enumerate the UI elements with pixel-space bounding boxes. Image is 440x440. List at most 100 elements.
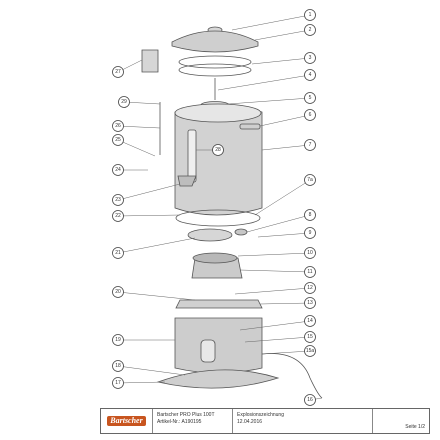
callout-10: 10 (304, 247, 316, 259)
lid (171, 30, 259, 53)
callout-27: 27 (112, 66, 124, 78)
callout-15: 15 (304, 331, 316, 343)
leader-line-22 (117, 214, 181, 217)
power-cord (261, 353, 323, 399)
callout-1: 1 (304, 9, 316, 21)
tap-cover (141, 49, 159, 73)
leader-line-3 (251, 57, 311, 65)
leader-line-11 (239, 269, 311, 273)
callout-circle-22 (112, 210, 124, 222)
callout-circle-11 (304, 266, 316, 278)
product-name: Bartscher PRO Plus 100T (157, 412, 215, 418)
leader-line-8 (246, 214, 311, 233)
callout-number-21: 21 (115, 250, 121, 256)
drip-tray (156, 369, 280, 389)
leader-line-15 (244, 336, 311, 343)
drawing-info: Explosionszeichnung 12.04.2016 (233, 409, 373, 433)
callout-6: 6 (304, 109, 316, 121)
callout-5: 5 (304, 92, 316, 104)
callout-21: 21 (112, 247, 124, 259)
tap-assembly (177, 175, 197, 187)
base-housing (174, 317, 263, 374)
page-info: Seite 1/2 (373, 409, 429, 433)
parts-group (141, 26, 323, 399)
leader-line-9 (257, 232, 311, 238)
leader-line-21 (117, 237, 196, 254)
callout-12: 12 (304, 282, 316, 294)
callout-15a: 15a (304, 345, 316, 357)
drawing-date: 12.04.2016 (237, 418, 263, 425)
callout-number-5: 5 (309, 95, 312, 101)
leader-line-12 (234, 287, 311, 295)
callout-number-25: 25 (115, 137, 121, 143)
callout-number-1: 1 (309, 12, 312, 18)
callout-circle-12 (304, 282, 316, 294)
leader-line-17 (117, 381, 166, 384)
callout-9: 9 (304, 227, 316, 239)
leader-line-26 (117, 125, 161, 129)
leader-line-23 (117, 183, 181, 201)
callout-29: 29 (118, 96, 130, 108)
callout-number-20: 20 (115, 289, 121, 295)
callout-number-11: 11 (307, 269, 312, 275)
callout-circle-16 (304, 394, 316, 406)
callout-circle-10 (304, 247, 316, 259)
page-number: Seite 1/2 (405, 423, 425, 430)
lid-seal-ring (178, 55, 252, 69)
callout-19: 19 (112, 334, 124, 346)
callout-number-7a: 7a (307, 177, 313, 183)
lid-seal-ring-lower (178, 63, 252, 77)
callout-circle-27 (112, 66, 124, 78)
leader-line-6 (259, 114, 311, 127)
callout-number-23: 23 (115, 197, 121, 203)
callout-16: 16 (304, 394, 316, 406)
heating-element (192, 252, 238, 264)
callout-circle-7a (304, 174, 316, 186)
callout-circle-18 (112, 360, 124, 372)
callout-7: 7 (304, 139, 316, 151)
leader-line-18 (117, 365, 186, 376)
callout-number-12: 12 (307, 285, 313, 291)
brand-logo: Bartscher (101, 409, 153, 433)
callout-20: 20 (112, 286, 124, 298)
callout-number-17: 17 (115, 380, 121, 386)
leader-line-7a (254, 179, 311, 216)
callout-circle-2 (304, 24, 316, 36)
callout-circle-4 (304, 69, 316, 81)
callout-circle-25 (112, 134, 124, 146)
drawing-title: Explosionszeichnung (237, 412, 284, 418)
callout-circle-19 (112, 334, 124, 346)
callout-labels: 12345677a8910111213141515a16171819202122… (112, 9, 316, 406)
heating-plate (187, 228, 233, 242)
callout-8: 8 (304, 209, 316, 221)
product-info: Bartscher PRO Plus 100T Artikel-Nr.: A19… (153, 409, 233, 433)
callout-17: 17 (112, 377, 124, 389)
callout-number-7: 7 (309, 142, 312, 148)
leader-line-15a (261, 350, 311, 355)
bottom-gasket (175, 209, 261, 227)
callout-circle-3 (304, 52, 316, 64)
leader-line-1 (231, 14, 311, 31)
tap-recess (200, 339, 216, 363)
callout-number-29: 29 (121, 99, 127, 105)
leader-line-4 (217, 74, 311, 91)
leader-line-29 (123, 101, 161, 105)
callout-circle-24 (112, 164, 124, 176)
callout-number-3: 3 (309, 55, 312, 61)
callout-25: 25 (112, 134, 124, 146)
callout-circle-28 (212, 144, 224, 156)
callout-13: 13 (304, 297, 316, 309)
callout-number-10: 10 (307, 250, 313, 256)
leader-line-7 (261, 144, 311, 151)
callout-number-18: 18 (115, 363, 121, 369)
callout-number-8: 8 (309, 212, 312, 218)
callout-number-9: 9 (309, 230, 312, 236)
callout-circle-7 (304, 139, 316, 151)
callout-circle-14 (304, 315, 316, 327)
callout-number-13: 13 (307, 300, 313, 306)
callout-number-2: 2 (309, 27, 312, 33)
leader-line-14 (239, 320, 311, 331)
callout-4: 4 (304, 69, 316, 81)
callout-number-15a: 15a (306, 348, 315, 354)
